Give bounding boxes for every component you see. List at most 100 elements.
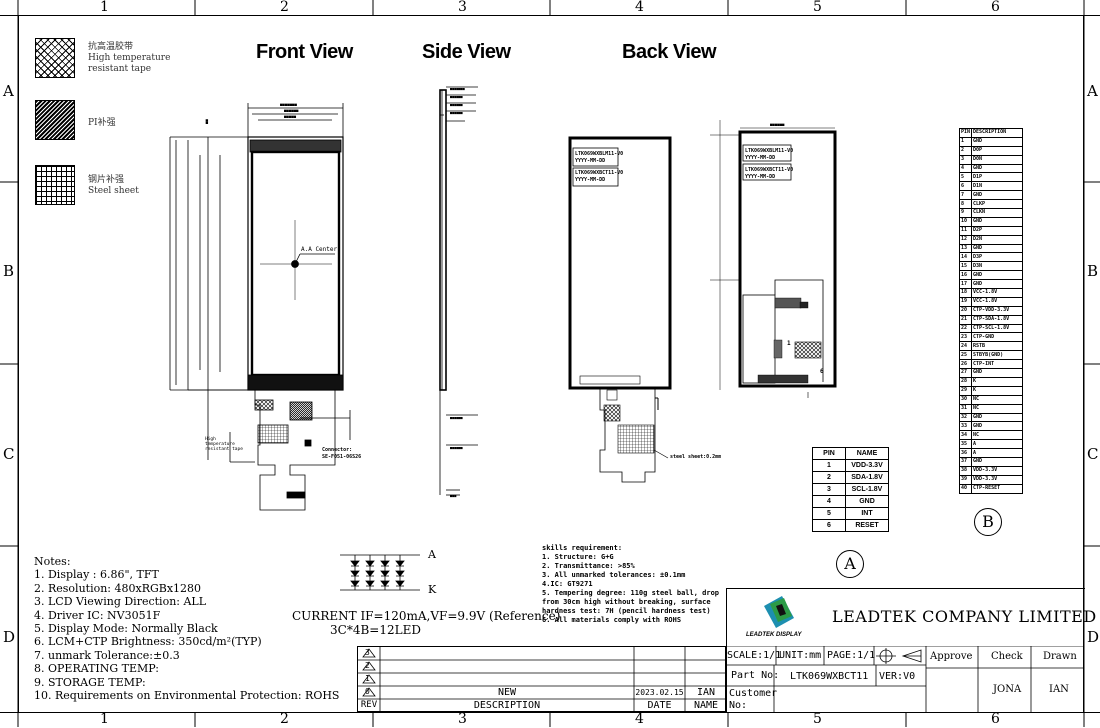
pin-description-cell: CTP-INT — [971, 359, 1024, 370]
rev-mark-2: 2 — [365, 661, 370, 670]
pin-description-cell: CLKP — [971, 199, 1024, 210]
pin-number-cell: 9 — [958, 208, 973, 218]
date-header: DATE — [647, 700, 672, 711]
pin-number-cell: 21 — [958, 314, 973, 325]
pin-description-cell: CTP-VDD-3.3V — [971, 305, 1024, 316]
side-view-title: Side View — [422, 41, 511, 63]
pin-description-cell: K — [971, 385, 1024, 396]
side-view-drawing: ■■■■■■■■■■■■■■■■■■■ ■■■■■■■■■■■■■■■■■■■■… — [439, 86, 478, 498]
svg-text:■■■■■■: ■■■■■■ — [450, 95, 464, 99]
revision-block: 3 2 1 0 NEW 2023.02.15 IAN REV DESCRIPTI… — [357, 646, 727, 713]
pin-description-cell: VDD-3.3V — [971, 474, 1024, 485]
pin-description-cell: RSTB — [971, 341, 1024, 352]
back-right-label-1: LTK069WXBLM11-V0 — [745, 148, 794, 154]
lcd-pin-header: PIN — [958, 128, 973, 138]
zone-col-4: 4 — [635, 0, 644, 15]
rev-0-date: 2023.02.15 — [635, 688, 684, 697]
pin-number-cell: 22 — [958, 323, 973, 334]
note-item: 3. LCD Viewing Direction: ALL — [34, 595, 207, 609]
pin-number-cell: 25 — [958, 350, 973, 361]
zone-row-b: B — [3, 262, 15, 280]
pin-number-cell: 1 — [958, 136, 973, 147]
pin-description-cell: GND — [971, 136, 1024, 147]
company-name: LEADTEK COMPANY LIMITED — [832, 607, 1097, 626]
pin-number-cell: 11 — [958, 225, 973, 236]
zone-row-c-right: C — [1087, 445, 1099, 463]
pin-description-cell: GND — [971, 368, 1024, 378]
pin-description-cell: CTP-SDA-1.8V — [971, 314, 1024, 325]
pin-number-cell: 31 — [958, 403, 973, 414]
pin-number-cell: 34 — [958, 430, 973, 441]
back-view-title: Back View — [622, 41, 717, 63]
rev-mark-1: 1 — [365, 674, 370, 683]
page-label: PAGE:1/1 — [827, 650, 876, 661]
pin-description-cell: D1P — [971, 172, 1024, 183]
zone-col-5: 5 — [813, 0, 822, 15]
back-label-2: LTK069WXBCT11-V0 — [575, 170, 624, 176]
ctp-name-header: NAME — [845, 447, 889, 460]
pin-description-cell: VCC-1.8V — [971, 288, 1024, 298]
pin-description-cell: CTP-RESET — [971, 483, 1024, 494]
pin-description-cell: D3N — [971, 261, 1024, 272]
legend-swatch-pi — [35, 100, 75, 140]
logo-text: LEADTEK DISPLAY — [746, 632, 802, 638]
zone-col-1: 1 — [100, 0, 109, 15]
pin-description-cell: GND — [971, 421, 1024, 432]
back-right-label-1-date: YYYY-MM-DD — [745, 155, 776, 161]
pin-number-cell: 17 — [958, 279, 973, 290]
pin-number-cell: 33 — [958, 421, 973, 432]
table-a-marker: A — [836, 550, 864, 578]
pin-description-cell: CTP-SCL-1.8V — [971, 323, 1024, 334]
rev-header: REV — [360, 700, 378, 710]
leadtek-logo-icon — [764, 596, 794, 628]
pin-number-cell: 29 — [958, 385, 973, 396]
pin-description-cell: NC — [971, 394, 1024, 405]
zone-row-d: D — [3, 628, 16, 646]
steel-sheet-label: steel sheet:0.2mm — [670, 454, 722, 460]
pin-number-cell: 5 — [958, 172, 973, 183]
pin-number-cell: 10 — [958, 216, 973, 227]
zone-col-5-bottom: 5 — [813, 711, 822, 727]
pin-number-cell: 14 — [958, 252, 973, 263]
pin-number-cell: 40 — [958, 483, 973, 494]
scale-label: SCALE:1/1 — [727, 650, 782, 661]
skill-item: from 30cm high without breaking, surface — [542, 598, 711, 606]
back-view-drawing: ■■■■■■ — [568, 120, 837, 483]
pin-description-cell: NC — [971, 403, 1024, 414]
approve-label: Approve — [930, 651, 973, 662]
pin-description-cell: A — [971, 448, 1024, 458]
pin-description-cell: GND — [971, 412, 1024, 423]
svg-text:■■: ■■ — [204, 119, 209, 124]
skill-item: 2. Transmittance: >85% — [542, 562, 635, 570]
note-item: 2. Resolution: 480xRGBx1280 — [34, 581, 202, 595]
pin-number-cell: 16 — [958, 270, 973, 281]
pin-number-cell: 8 — [958, 199, 973, 210]
pin-description-cell: D0N — [971, 154, 1024, 165]
pin-description-cell: GND — [971, 279, 1024, 290]
pin-number-cell: 6 — [958, 181, 973, 192]
pin-description-cell: K — [971, 376, 1024, 387]
pin-description-cell: D3P — [971, 252, 1024, 263]
pin-number-cell: 18 — [958, 288, 973, 298]
back-label-1: LTK069WXBLM11-V0 — [575, 151, 624, 157]
back-label-1-date: YYYY-MM-DD — [575, 158, 606, 164]
note-item: 7. unmark Tolerance:±0.3 — [34, 648, 180, 662]
zone-row-b-right: B — [1087, 262, 1099, 280]
svg-text:■■■■■■: ■■■■■■ — [450, 416, 464, 420]
